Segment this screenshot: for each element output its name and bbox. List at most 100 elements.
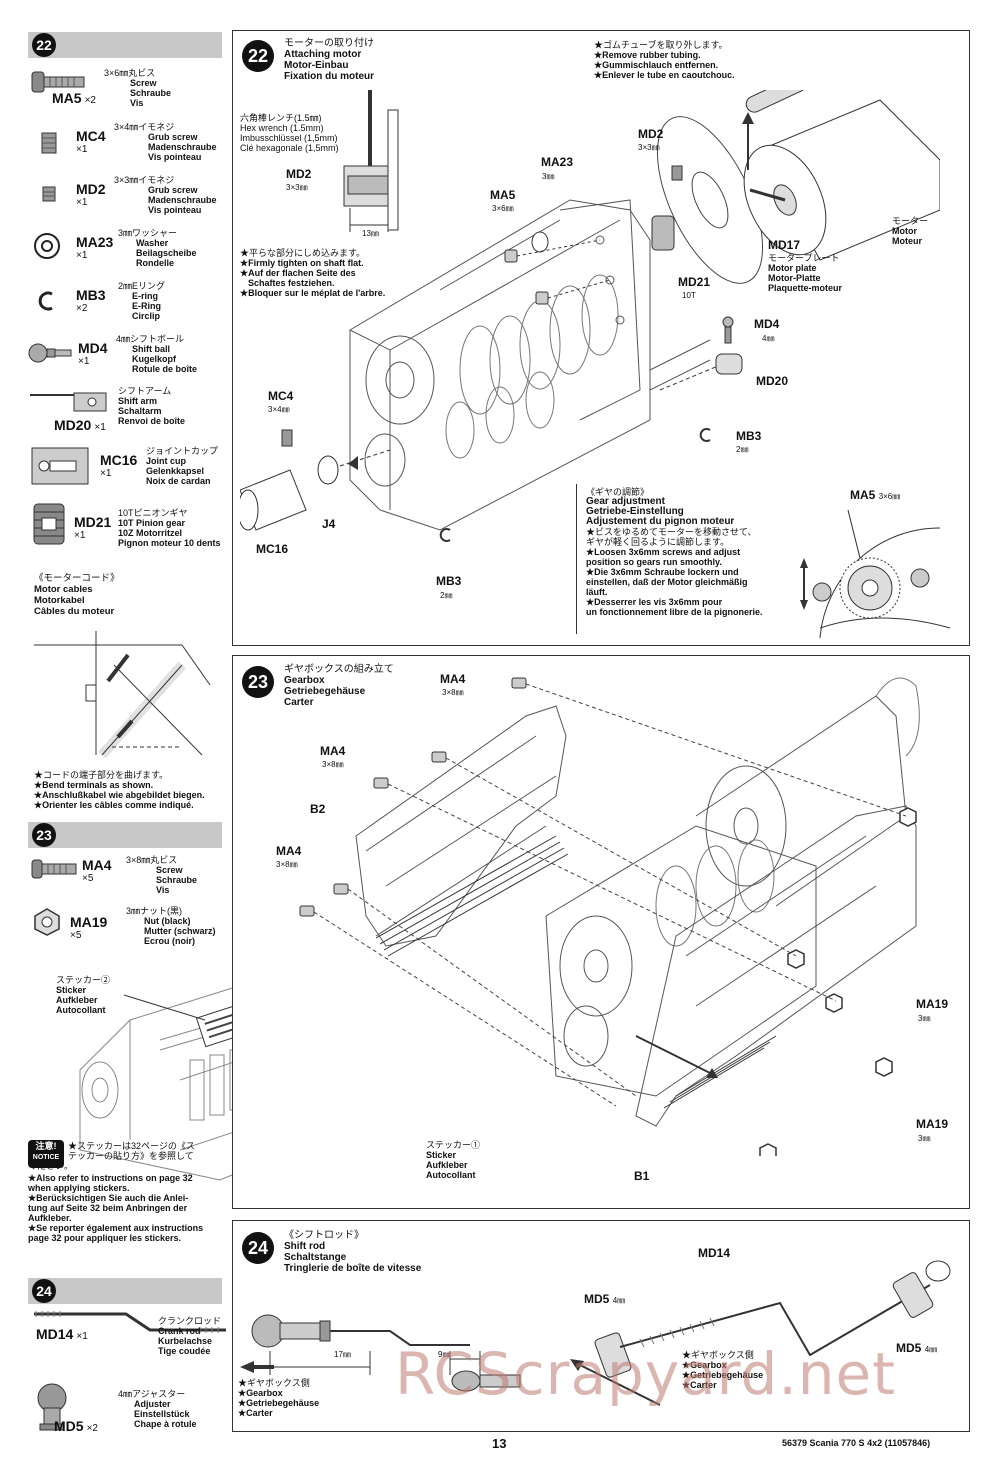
- part-code-ma19: MA19: [70, 914, 108, 930]
- shift-rod-illustration: [240, 1260, 951, 1406]
- mc4-label: MC4: [268, 389, 294, 403]
- md2-label: MD2: [286, 167, 312, 181]
- notice-badge: 注意! NOTICE: [28, 1140, 64, 1168]
- rubber-tubing-note: ★ゴムチューブを取り外します。 ★Remove rubber tubing. ★…: [594, 40, 735, 80]
- part-code-ma23: MA23: [76, 234, 114, 250]
- motor-gearbox-illustration: [240, 90, 940, 542]
- shift-arm-icon: [30, 392, 107, 412]
- part-desc-ma23: 3㎜ワッシャー Washer Beilagscheibe Rondelle: [118, 228, 197, 268]
- dim-17mm: 17㎜: [334, 1350, 351, 1359]
- crank-rod-icon: [34, 1311, 226, 1333]
- part-desc-ma4: 3×8㎜丸ビス Screw Schraube Vis: [126, 855, 198, 895]
- j4-label: J4: [322, 517, 336, 531]
- ma5-label: MA5: [490, 188, 516, 202]
- e-ring-icon: [38, 291, 53, 311]
- step22-parts-header: 22: [28, 32, 222, 58]
- md5-left-label: MD5 4㎜: [584, 1292, 626, 1306]
- ma4-top-label: MA4: [440, 672, 466, 686]
- part-qty-mb3: ×2: [76, 303, 88, 314]
- ma4-top-size: 3×8㎜: [442, 688, 464, 697]
- ma4-middle-size: 3×8㎜: [322, 760, 344, 769]
- part-code-md2: MD2: [76, 181, 106, 197]
- md4-size: 4㎜: [762, 334, 775, 343]
- screw-icon: [31, 71, 85, 93]
- part-desc-mc16: ジョイントカップ Joint cup Gelenkkapsel Noix de …: [146, 446, 219, 486]
- screw-icon: [31, 859, 77, 879]
- part-qty-md21: ×1: [74, 530, 86, 541]
- step-number: 24: [32, 1279, 56, 1303]
- part-desc-md14: クランクロッド Crank rod Kurbelachse Tige coudé…: [158, 1316, 222, 1356]
- md2-size: 3×3㎜: [286, 183, 308, 192]
- mc16-label: MC16: [256, 542, 289, 556]
- md14-label: MD14: [698, 1246, 731, 1260]
- step24-parts-header: 24: [28, 1278, 222, 1304]
- shaft-flat-note: ★平らな部分にしめ込みます。 ★Firmly tighten on shaft …: [240, 248, 386, 298]
- part-qty-ma4: ×5: [82, 873, 94, 884]
- ma19-upper-size: 3㎜: [918, 1014, 931, 1023]
- mb3-lower-size: 2㎜: [440, 591, 453, 600]
- part-code-md20: MD20×1: [54, 417, 106, 433]
- hex-wrench-illustration: [343, 90, 399, 232]
- md21-label: MD21: [678, 275, 711, 289]
- ma19-upper-label: MA19: [916, 997, 949, 1011]
- adjuster-icon: [37, 1383, 67, 1431]
- part-desc-md4: 4㎜シフトボール Shift ball Kugelkopf Rotule de …: [116, 334, 197, 374]
- md20-label: MD20: [756, 374, 789, 388]
- b2-label: B2: [310, 802, 326, 816]
- part-desc-ma5: 3×6㎜丸ビス Screw Schraube Vis: [104, 68, 172, 108]
- ma4-lower-label: MA4: [276, 844, 302, 858]
- gearbox-assembly-illustration: [299, 677, 920, 1156]
- part-desc-md2: 3×3㎜イモネジ Grub screw Madenschraube Vis po…: [114, 175, 217, 215]
- nut-icon: [34, 908, 60, 936]
- sticker-notice-text-2: ★Also refer to instructions on page 32 w…: [28, 1173, 204, 1243]
- md5-right-label: MD5 4㎜: [896, 1341, 938, 1355]
- ma5-adjust-label: MA5 3×6㎜: [850, 488, 901, 502]
- sticker2-label: ステッカー② Sticker Aufkleber Autocollant: [56, 975, 111, 1015]
- part-qty-ma23: ×1: [76, 250, 88, 261]
- mb3-upper-size: 2㎜: [736, 445, 749, 454]
- watermark: RCScrapyard.net: [395, 1340, 896, 1408]
- part-qty-mc16: ×1: [100, 468, 112, 479]
- grub-screw-icon: [42, 186, 56, 202]
- ma5-size: 3×6㎜: [492, 204, 514, 213]
- step23-parts-header: 23: [28, 822, 222, 848]
- b1-label: B1: [634, 1169, 650, 1183]
- grub-screw-icon: [41, 132, 57, 154]
- dim-13mm: 13㎜: [362, 229, 379, 238]
- part-code-md14: MD14×1: [36, 1326, 88, 1342]
- pinion-gear-icon: [33, 503, 65, 545]
- part-code-ma4: MA4: [82, 857, 112, 873]
- part-qty-md4: ×1: [78, 356, 90, 367]
- step24-panel: [232, 1220, 970, 1432]
- gear-adjust-illustration: [800, 509, 951, 638]
- step23-panel: [232, 655, 970, 1209]
- page-number: 13: [492, 1436, 507, 1451]
- md2-motor-label: MD2: [638, 127, 664, 141]
- gear-adjustment-text: 《ギヤの調節》 Gear adjustment Getriebe-Einstel…: [586, 487, 763, 617]
- md2-motor-size: 3×3㎜: [638, 143, 660, 152]
- sticker1-label: ステッカー① Sticker Aufkleber Autocollant: [426, 1140, 481, 1180]
- md21-size: 10T: [682, 291, 696, 300]
- sticker-notice-text: ★ステッカーは32ページの《ス テッカーの貼り方》を参照して ください。: [28, 1141, 195, 1171]
- mb3-lower-label: MB3: [436, 574, 462, 588]
- ma23-size: 3㎜: [542, 172, 555, 181]
- part-desc-ma19: 3㎜ナット(黒) Nut (black) Mutter (schwarz) Ec…: [126, 906, 216, 946]
- part-code-md4: MD4: [78, 340, 108, 356]
- part-desc-mb3: 2㎜Eリング E-ring E-Ring Circlip: [118, 281, 166, 321]
- ma19-lower-size: 3㎜: [918, 1134, 931, 1143]
- part-code-mc4: MC4: [76, 128, 106, 144]
- md4-label: MD4: [754, 317, 780, 331]
- hex-wrench-label: 六角棒レンチ(1.5㎜) Hex wrench (1.5mm) Imbussch…: [240, 113, 339, 153]
- step-number: 22: [32, 33, 56, 57]
- step22-title: モーターの取り付け Attaching motor Motor-Einbau F…: [284, 38, 374, 82]
- step23-number-badge: 23: [242, 666, 274, 698]
- part-code-md21: MD21: [74, 514, 112, 530]
- part-qty-md2: ×1: [76, 197, 88, 208]
- gearbox-side-label-right: ★ギヤボックス側 ★Gearbox ★Getriebegehäuse ★Cart…: [682, 1350, 764, 1390]
- gearbox-side-label-left: ★ギヤボックス側 ★Gearbox ★Getriebegehäuse ★Cart…: [238, 1378, 320, 1418]
- part-desc-md5: 4㎜アジャスター Adjuster Einstellstück Chape à …: [118, 1389, 197, 1429]
- part-qty-mc4: ×1: [76, 144, 88, 155]
- part-qty-ma19: ×5: [70, 930, 82, 941]
- part-code-mb3: MB3: [76, 287, 106, 303]
- part-desc-md20: シフトアーム Shift arm Schaltarm Renvoi de boî…: [118, 386, 186, 426]
